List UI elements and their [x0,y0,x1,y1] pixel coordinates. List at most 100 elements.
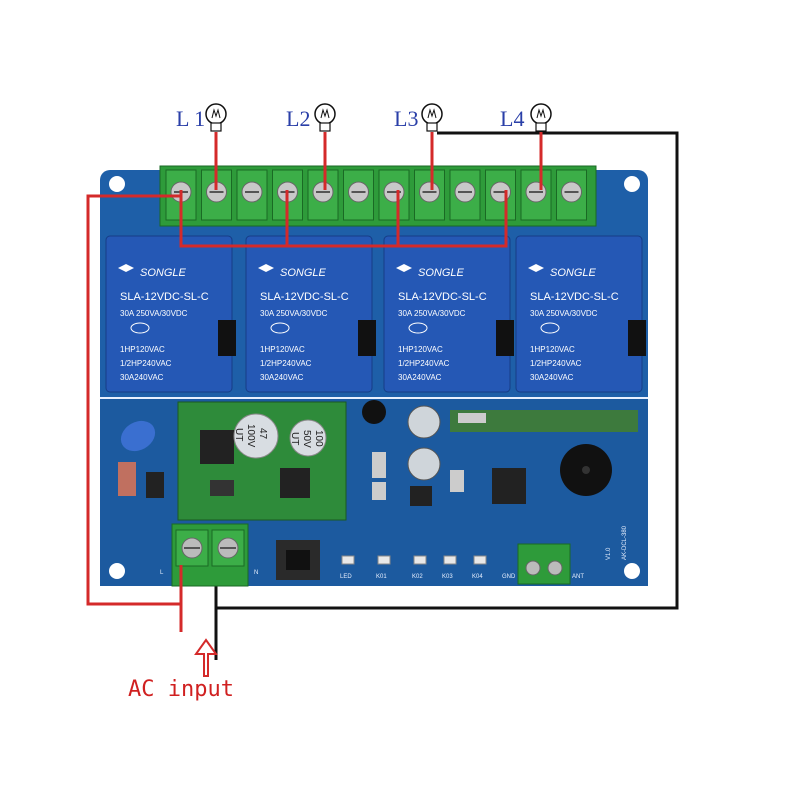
led-label: K01 [376,574,387,580]
relay-body [245,235,373,393]
led-indicator [341,555,355,565]
cap2b-text: 50V [301,430,312,448]
led-label: LED [340,574,352,580]
inductor [200,430,234,464]
ic-chip [210,480,234,496]
relay-pin [628,320,646,356]
ant-label: ANT [572,574,584,580]
cqc-icon [270,322,290,334]
mcu-chip [492,468,526,504]
mount-hole-tl [109,176,125,192]
model-label: AK-DCL-380 [622,525,628,560]
relay-2: SONGLE SLA-12VDC-SL-C 30A 250VA/30VDC 1HP12… [245,235,376,393]
relay-rating-2: 1HP120VAC [260,345,305,354]
ac-input-label: AC input [128,677,234,702]
lamp-group: L 1 L2 L3 L4 [176,103,552,190]
capacitor-100 [289,419,327,457]
rf-module [450,410,638,432]
cqc-icon [130,322,150,334]
antenna-terminal [517,543,571,585]
terminal-n-label: N [254,570,258,576]
relay-pin [358,320,376,356]
relay-brand: SONGLE [418,267,465,279]
relay-rating-2: 1HP120VAC [120,345,165,354]
relay-rating-3: 1/2HP240VAC [530,359,582,368]
led-indicator [473,555,487,565]
cap2c-text: UT [289,432,300,445]
mount-hole-br [624,563,640,579]
relay-rating-1: 30A 250VA/30VDC [530,309,598,318]
capacitor-4 [407,447,441,481]
relay-pin [218,320,236,356]
relay-model: SLA-12VDC-SL-C [398,291,487,303]
relay-brand: SONGLE [550,267,597,279]
neutral-wire [214,131,679,610]
songle-logo-icon [528,264,544,272]
capacitor-47 [233,413,279,459]
songle-logo-icon [118,264,134,272]
led-indicator [443,555,457,565]
relay-rating-4: 30A240VAC [120,373,164,382]
led-indicator [377,555,391,565]
transistor-2 [362,400,386,424]
relay-body [515,235,643,393]
relay-4: SONGLE SLA-12VDC-SL-C 30A 250VA/30VDC 1HP12… [515,235,646,393]
mount-hole-tr [624,176,640,192]
relay-brand: SONGLE [140,267,187,279]
relay-model: SLA-12VDC-SL-C [530,291,619,303]
cap1-text: 47 [257,428,268,440]
led-label: K04 [472,574,483,580]
load-label-3: L3 [394,106,418,131]
relay-brand: SONGLE [280,267,327,279]
relay-rating-2: 1HP120VAC [398,345,443,354]
version-label: V1.0 [606,547,612,560]
relay-rating-3: 1/2HP240VAC [398,359,450,368]
crystal [458,413,486,423]
songle-logo-icon [396,264,412,272]
relay-rating-3: 1/2HP240VAC [260,359,312,368]
cap1c-text: UT [233,428,244,441]
load-label-4: L4 [500,106,524,131]
relay-model: SLA-12VDC-SL-C [260,291,349,303]
transistor [146,472,164,498]
capacitor-3 [407,405,441,439]
songle-logo-icon [258,264,274,272]
relay-1: SONGLE SLA-12VDC-SL-C 30A 250VA/30VDC 1HP12… [105,235,236,393]
cqc-icon [540,322,560,334]
lightbulb-icon [314,103,336,132]
terminal-l-label: L [160,570,164,576]
common-bus-wire [179,190,508,248]
relay-rating-4: 30A240VAC [530,373,574,382]
cap2-text: 100 [313,430,324,447]
relay-rating-1: 30A 250VA/30VDC [260,309,328,318]
load-label-1: L 1 [176,106,205,131]
relay-rating-4: 30A240VAC [398,373,442,382]
ac-input-terminal [171,523,249,587]
cqc-icon [408,322,428,334]
cap1b-text: 100V [245,424,256,448]
load-label-2: L2 [286,106,310,131]
relay-model: SLA-12VDC-SL-C [120,291,209,303]
lightbulb-icon [530,103,552,132]
inductor-2 [280,468,310,498]
relay-rating-1: 30A 250VA/30VDC [120,309,188,318]
varistor [120,420,156,452]
led-label: K02 [412,574,423,580]
output-terminal-block [159,165,597,227]
power-module: 47 100V UT 100 50V UT [177,401,347,521]
relay-rating-4: 30A240VAC [260,373,304,382]
mount-hole-bl [109,563,125,579]
relay-body [383,235,511,393]
relay-rating-3: 1/2HP240VAC [120,359,172,368]
relay-body [105,235,233,393]
lightbulb-icon [205,103,227,132]
ic-chip-2 [410,486,432,506]
relay-3: SONGLE SLA-12VDC-SL-C 30A 250VA/30VDC 1HP12… [383,235,514,393]
lightbulb-icon [421,103,443,132]
relay-rating-1: 30A 250VA/30VDC [398,309,466,318]
gnd-label: GND [502,574,516,580]
relay-pin [496,320,514,356]
relay-rating-2: 1HP120VAC [530,345,575,354]
